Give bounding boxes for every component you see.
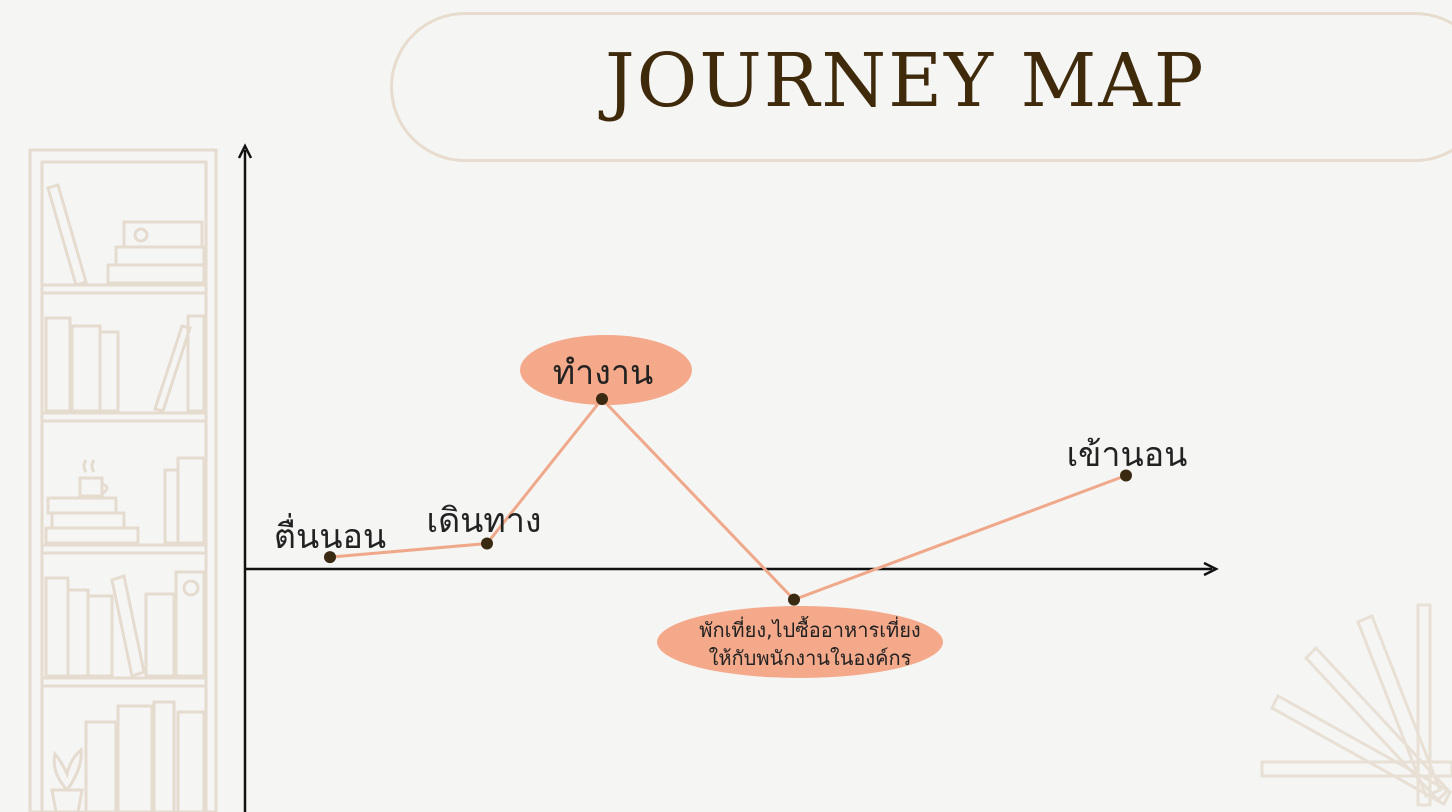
bookshelf-illustration xyxy=(28,148,218,812)
journey-points xyxy=(324,393,1132,606)
highlight-bubbles xyxy=(520,335,943,678)
stage-label: ให้กับพนักงานในองค์กร xyxy=(709,646,912,670)
y-axis-arrow xyxy=(237,143,253,159)
journey-point xyxy=(1120,469,1132,482)
journey-point xyxy=(324,551,336,564)
title-banner xyxy=(390,12,1452,162)
stage-label: ทำงาน xyxy=(553,353,653,393)
journey-point xyxy=(596,393,608,405)
journey-point xyxy=(788,593,800,606)
stage-label: เข้านอน xyxy=(1067,435,1188,475)
x-axis-arrow xyxy=(1203,561,1219,577)
journey-point xyxy=(481,537,493,550)
stage-label: เดินทาง xyxy=(426,501,541,541)
stage-label: พักเที่ยง,ไปซื้ออาหารเที่ยง xyxy=(699,616,920,642)
starburst-decoration xyxy=(1260,603,1452,807)
highlight-bubble xyxy=(520,335,692,405)
highlight-bubble xyxy=(657,606,943,678)
stage-label: ตื่นนอน xyxy=(274,513,386,557)
chart-axes xyxy=(237,143,1219,812)
page-title: JOURNEY MAP xyxy=(605,38,1206,124)
stage-labels: ตื่นนอน เดินทาง ทำงานพักเที่ยง,ไปซื้ออาหาร… xyxy=(274,353,1188,670)
